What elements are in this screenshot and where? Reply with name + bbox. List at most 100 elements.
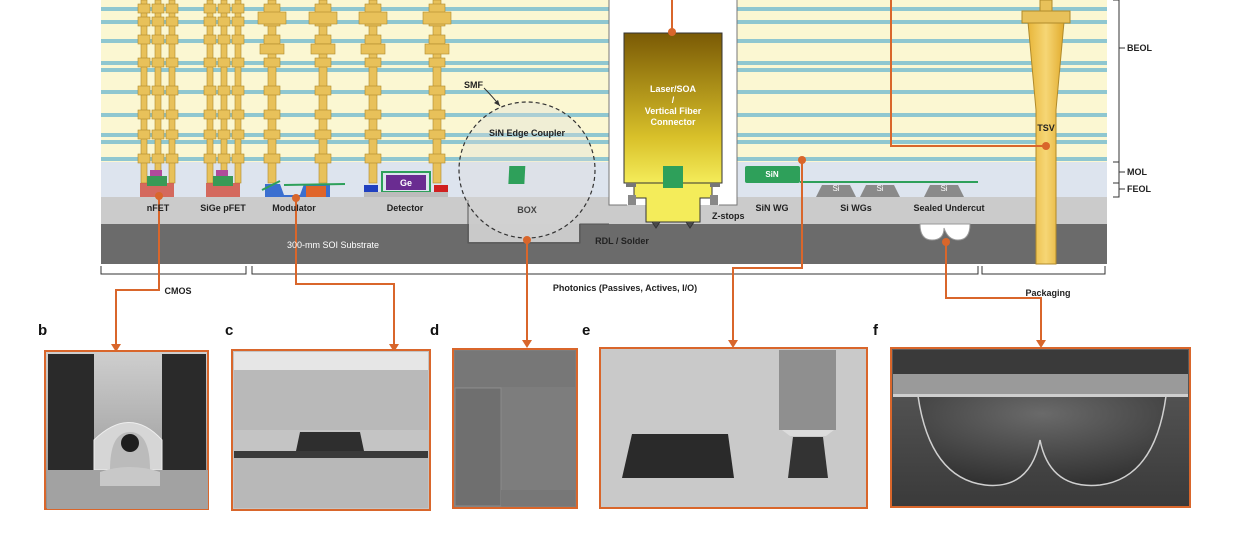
via-pad <box>151 85 165 96</box>
metal-lines <box>101 7 1107 161</box>
sem-panel-d <box>452 348 578 509</box>
via-pad <box>217 3 231 14</box>
z-stops-label: Z-stops <box>712 211 745 221</box>
si-waveguide <box>860 185 900 197</box>
group-braces <box>100 266 1106 275</box>
via-pad <box>151 153 165 164</box>
via-pad <box>137 57 151 68</box>
panel-letter-f: f <box>873 322 878 339</box>
packaging-label: Packaging <box>1025 288 1071 298</box>
box-label: BOX <box>517 205 537 215</box>
via-pad <box>231 57 245 68</box>
substrate-label: 300-mm SOI Substrate <box>287 240 380 250</box>
si-wgs-label: Si WGs <box>840 203 872 213</box>
via-pad <box>231 153 245 164</box>
si-waveguide <box>924 185 964 197</box>
panel-letter-e: e <box>582 322 591 339</box>
via-pad <box>314 153 332 164</box>
via-pad <box>137 153 151 164</box>
sige-pfet-device <box>206 170 240 197</box>
via-top-pad <box>257 11 287 25</box>
via-pad <box>314 109 332 120</box>
via-pad <box>203 109 217 120</box>
via-pad <box>203 85 217 96</box>
sin-label: SiN <box>765 170 779 179</box>
si-wg-2-label: Si <box>876 184 884 193</box>
metal-line-left <box>101 133 609 137</box>
via-pad <box>428 153 446 164</box>
metal-line-right <box>737 7 1107 11</box>
sin-waveguide <box>745 166 800 183</box>
via-pad <box>165 16 179 27</box>
metal-line-left <box>101 113 609 117</box>
ge-label: Ge <box>400 178 412 188</box>
via-pad <box>364 129 382 140</box>
via-pad <box>364 153 382 164</box>
via-mid-pad <box>259 43 285 55</box>
via-pad <box>428 109 446 120</box>
metal-line-right <box>737 61 1107 65</box>
via-pad <box>165 109 179 120</box>
panel-letter-d: d <box>430 322 440 339</box>
via-pad <box>364 109 382 120</box>
tsv-stem <box>1039 0 1053 12</box>
modulator-device <box>261 180 346 197</box>
smf-arrowhead <box>494 100 500 106</box>
feol-label: FEOL <box>1127 184 1151 194</box>
nfet-device <box>140 170 174 197</box>
panel-letter-b: b <box>38 322 48 339</box>
metal-line-right <box>737 133 1107 137</box>
via-pad <box>137 109 151 120</box>
via-pad <box>137 34 151 45</box>
via-pad <box>314 34 332 45</box>
via-pad <box>263 57 281 68</box>
sin-edge-coupler-core <box>508 166 526 184</box>
nfet-label: nFET <box>146 203 170 213</box>
laser-label-2: / <box>671 95 675 105</box>
via-pad <box>151 16 165 27</box>
via-mid-pad <box>310 43 336 55</box>
via-pad <box>217 129 231 140</box>
panel-letter-c: c <box>225 322 234 339</box>
metal-line-left <box>101 7 609 11</box>
metal-line-left <box>101 39 609 43</box>
via-top-pad <box>358 11 388 25</box>
detector-device: Ge <box>364 171 448 197</box>
via-pad <box>263 153 281 164</box>
smf-label: SMF <box>464 80 483 90</box>
layer-braces <box>1113 0 1125 198</box>
laser-label-1: Laser/SOA <box>649 84 697 94</box>
sealed-undercut-label: Sealed Undercut <box>913 203 985 213</box>
via-pad <box>165 3 179 14</box>
via-pad <box>151 109 165 120</box>
beol-label: BEOL <box>1127 43 1153 53</box>
via-pad <box>151 3 165 14</box>
via-stacks <box>137 0 452 184</box>
sealed-undercut-pits <box>919 223 971 241</box>
via-pad <box>137 16 151 27</box>
metal-line-left <box>101 140 609 144</box>
via-pad <box>217 57 231 68</box>
photonics-label: Photonics (Passives, Actives, I/O) <box>552 283 698 293</box>
via-pad <box>165 85 179 96</box>
via-pad <box>364 34 382 45</box>
via-pad <box>314 129 332 140</box>
leader-lines <box>115 0 1046 350</box>
leader-arrowheads <box>111 340 1046 352</box>
via-pad <box>231 16 245 27</box>
rdl-solder-label: RDL / Solder <box>595 236 649 246</box>
via-pad <box>137 85 151 96</box>
via-pad <box>165 34 179 45</box>
laser-label-3: Vertical Fiber <box>644 106 702 116</box>
laser-soa-block <box>623 32 723 229</box>
tsv-label: TSV <box>1037 123 1055 133</box>
via-pad <box>428 57 446 68</box>
via-mid-pad <box>360 43 386 55</box>
via-pad <box>217 85 231 96</box>
via-pad <box>165 153 179 164</box>
modulator-label: Modulator <box>272 203 316 213</box>
via-pad <box>364 3 382 14</box>
via-pad <box>263 85 281 96</box>
edge-coupler-label: SiN Edge Coupler <box>488 128 566 138</box>
